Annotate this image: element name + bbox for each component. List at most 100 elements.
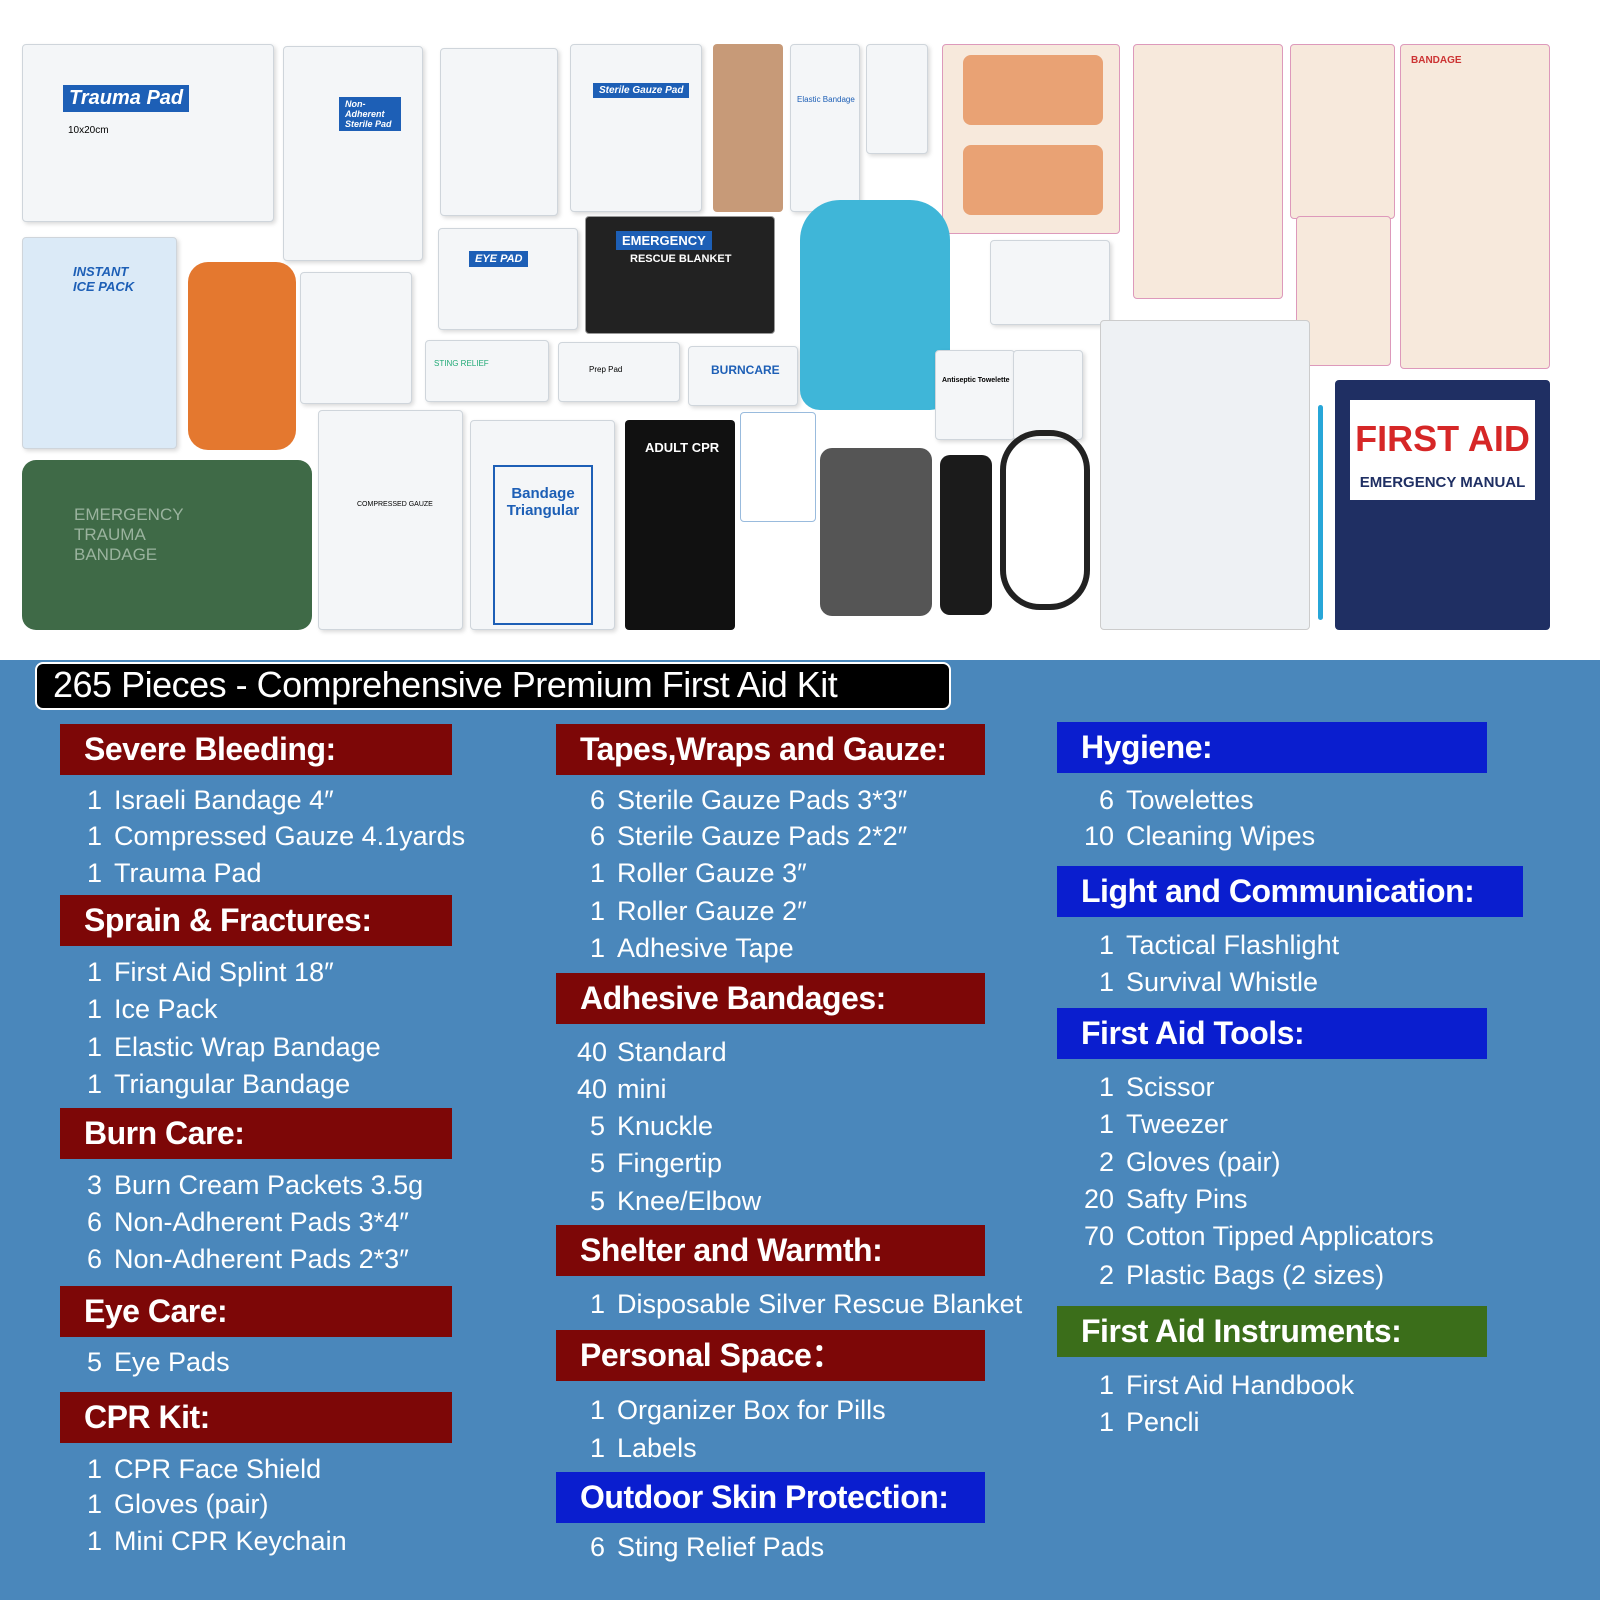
section-header: Personal Space： [556,1330,985,1381]
item-name: Safty Pins [1126,1184,1248,1214]
item-quantity: 6 [1098,785,1114,815]
roller-gauze-small [866,44,928,154]
item-quantity: 1 [1098,967,1114,997]
eye-pad-label: EYE PAD [469,251,529,267]
item-name: Adhesive Tape [617,933,794,963]
item-quantity: 1 [86,957,102,987]
rescue-blanket: EMERGENCY RESCUE BLANKET [585,216,775,334]
item-name: Scissor [1126,1072,1215,1102]
item-quantity: 1 [589,1289,605,1319]
manual-title: FIRST AID [1355,418,1530,459]
list-item: 1 Disposable Silver Rescue Blanket [577,1288,1022,1320]
first-aid-manual: FIRST AID EMERGENCY MANUAL [1335,380,1550,630]
trauma-bandage-label: EMERGENCY TRAUMA BANDAGE [74,505,184,564]
item-name: Disposable Silver Rescue Blanket [617,1289,1023,1319]
item-name: mini [617,1074,667,1104]
list-item: 6 Towelettes [1082,784,1254,816]
item-quantity: 1 [1098,1109,1114,1139]
item-name: Cleaning Wipes [1126,821,1316,851]
list-item: 5 Eye Pads [82,1346,230,1378]
item-quantity: 1 [86,1526,102,1556]
item-quantity: 1 [86,1069,102,1099]
sterile-gauze-pad: Sterile Gauze Pad [570,44,702,212]
item-name: Non-Adherent Pads 2*3″ [114,1244,409,1274]
cpr-label: ADULT CPR [645,440,720,455]
splint-roll [188,262,296,450]
item-name: Plastic Bags (2 sizes) [1126,1260,1385,1290]
item-name: Tactical Flashlight [1126,930,1340,960]
gloves [800,200,950,410]
item-quantity: 6 [589,1532,605,1562]
item-name: First Aid Handbook [1126,1370,1355,1400]
item-name: Towelettes [1126,785,1254,815]
item-name: Roller Gauze 3″ [617,858,807,888]
item-quantity: 1 [86,785,102,815]
trauma-pad-package: Trauma Pad 10x20cm [22,44,274,222]
trauma-bandage: EMERGENCY TRAUMA BANDAGE [22,460,312,630]
prep-label: Prep Pad [589,365,623,374]
adhesive-bandages-large [942,44,1120,234]
burn-cream: BURNCARE [688,346,798,406]
plastic-bags [1100,320,1310,630]
section-header: Burn Care: [60,1108,452,1159]
section-header: Adhesive Bandages: [556,973,985,1024]
item-quantity: 1 [86,1454,102,1484]
sting-relief-pads: STING RELIEF [425,340,549,402]
bandage-print: BANDAGE [1411,55,1462,66]
sterile-gauze-label: Sterile Gauze Pad [593,83,690,98]
item-quantity: 1 [86,858,102,888]
eye-pad: EYE PAD [438,228,578,330]
towelette: Antiseptic Towelette [935,350,1015,440]
non-adherent-pad: Non- Adherent Sterile Pad [283,46,423,261]
item-quantity: 1 [86,821,102,851]
section-header: CPR Kit: [60,1392,452,1443]
scissors [1000,430,1090,610]
item-name: Gloves (pair) [1126,1147,1281,1177]
triangular-bandage: Bandage Triangular [470,420,615,630]
item-name: Sting Relief Pads [617,1532,825,1562]
prep-pads: Prep Pad [558,342,680,402]
item-quantity: 3 [86,1170,102,1200]
item-name: Roller Gauze 2″ [617,896,807,926]
item-quantity: 1 [1098,1407,1114,1437]
item-name: Ice Pack [114,994,218,1024]
elastic-label: Elastic Bandage [797,95,855,104]
item-quantity: 1 [589,858,605,888]
labels-sheet [740,412,816,522]
item-name: Standard [617,1037,727,1067]
item-name: Gloves (pair) [114,1489,269,1519]
pill-organizer [820,448,932,616]
item-name: Eye Pads [114,1347,230,1377]
cpr-kit: ADULT CPR [625,420,735,630]
item-name: Survival Whistle [1126,967,1319,997]
compressed-label: COMPRESSED GAUZE [357,501,433,508]
section-header: First Aid Tools: [1057,1008,1487,1059]
item-quantity: 5 [86,1347,102,1377]
item-name: Knuckle [617,1111,714,1141]
item-quantity: 40 [577,1074,608,1104]
elastic-bandage-roll [713,44,783,212]
cotton-applicators [990,240,1110,325]
pencil [1318,405,1323,620]
